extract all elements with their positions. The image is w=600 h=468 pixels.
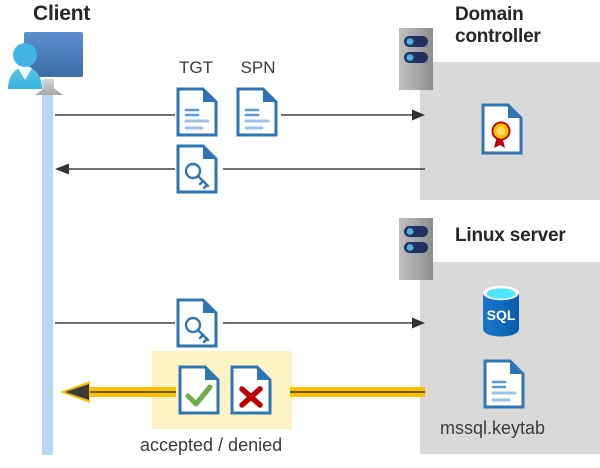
flow-arrow-client-to-linux bbox=[55, 316, 425, 330]
domain-controller-server-icon bbox=[399, 28, 433, 90]
spn-document-icon bbox=[236, 87, 278, 137]
accepted-document-icon bbox=[178, 365, 220, 415]
service-ticket-document-icon bbox=[176, 144, 218, 194]
result-caption: accepted / denied bbox=[140, 435, 283, 455]
tgt-document-icon bbox=[176, 87, 218, 137]
domain-controller-title: Domain controller bbox=[455, 4, 541, 48]
flow-arrow-linux-to-client bbox=[60, 381, 425, 403]
linux-server-server-icon bbox=[399, 218, 433, 280]
denied-document-icon bbox=[230, 365, 272, 415]
certificate-document-icon bbox=[481, 103, 523, 155]
spn-label: SPN bbox=[240, 58, 276, 77]
client-workstation-icon bbox=[4, 26, 94, 95]
sql-text: SQL bbox=[487, 307, 516, 323]
sql-database-icon: SQL bbox=[478, 284, 524, 338]
flow-arrow-dc-to-client bbox=[55, 162, 425, 176]
keytab-document-icon bbox=[483, 359, 525, 409]
linux-server-title: Linux server bbox=[455, 225, 566, 246]
tgt-label: TGT bbox=[179, 58, 213, 77]
flow-arrow-client-to-dc bbox=[55, 108, 425, 122]
keytab-label: mssql.keytab bbox=[440, 418, 546, 438]
client-lifeline bbox=[42, 80, 53, 455]
auth-ticket-document-icon bbox=[176, 298, 218, 348]
client-title: Client bbox=[33, 2, 91, 25]
